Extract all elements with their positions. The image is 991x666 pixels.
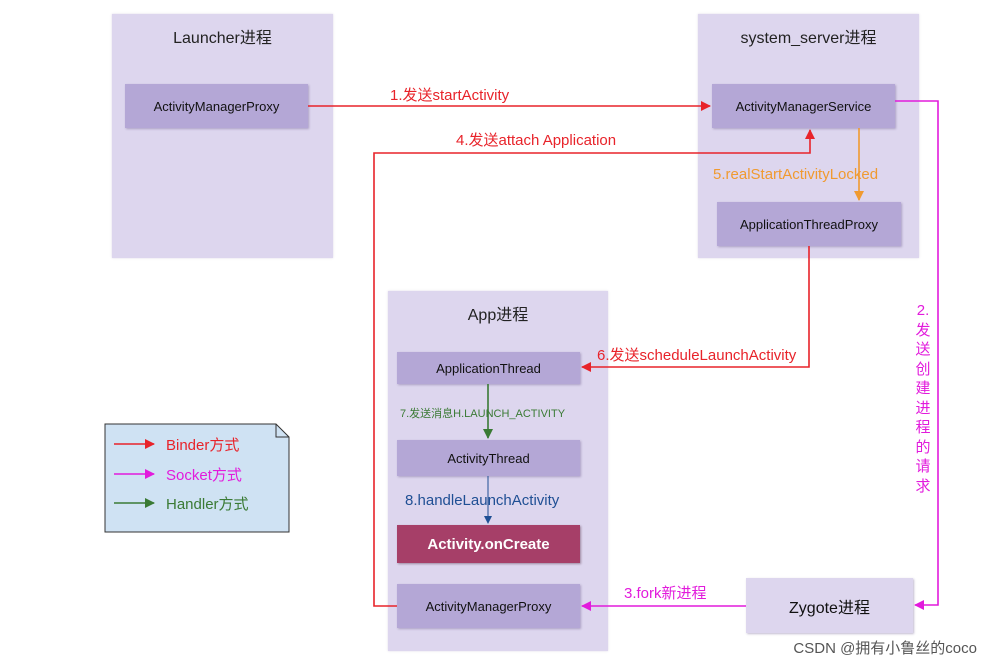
legend-binder: Binder方式 <box>166 437 240 454</box>
app-process-title: App进程 <box>467 307 529 324</box>
step5-label: 5.realStartActivityLocked <box>713 166 879 183</box>
step4-label: 4.发送attach Application <box>456 132 617 149</box>
step8-label: 8.handleLaunchActivity <box>405 492 560 509</box>
launcher-process: Launcher进程 <box>112 14 333 258</box>
launcher-process-title: Launcher进程 <box>173 30 272 47</box>
step2-label: 2.发送创建进程的请求 <box>915 302 931 495</box>
legend: Binder方式 Socket方式 Handler方式 <box>104 423 290 533</box>
step7-label: 7.发送消息H.LAUNCH_ACTIVITY <box>400 408 566 420</box>
step6-label: 6.发送scheduleLaunchActivity <box>597 347 797 364</box>
application-thread: ApplicationThread <box>397 352 580 384</box>
arrow-step2 <box>895 100 939 610</box>
watermark: CSDN @拥有小鲁丝的coco <box>793 640 977 657</box>
arrow-step4 <box>373 129 815 607</box>
activity-on-create: Activity.onCreate <box>397 525 580 563</box>
legend-handler: Handler方式 <box>166 496 249 513</box>
legend-socket: Socket方式 <box>166 467 242 484</box>
step3-label: 3.fork新进程 <box>624 585 707 602</box>
zygote-process: Zygote进程 <box>746 578 913 633</box>
legend-graphics <box>104 423 290 533</box>
activity-thread: ActivityThread <box>397 440 580 476</box>
step1-label: 1.发送startActivity <box>390 87 510 104</box>
activity-manager-service: ActivityManagerService <box>712 84 895 128</box>
app-activity-manager-proxy: ActivityManagerProxy <box>397 584 580 628</box>
application-thread-proxy: ApplicationThreadProxy <box>717 202 901 246</box>
arrow-step6 <box>581 246 810 372</box>
launcher-activity-manager-proxy: ActivityManagerProxy <box>125 84 308 128</box>
system-server-process-title: system_server进程 <box>740 30 877 47</box>
